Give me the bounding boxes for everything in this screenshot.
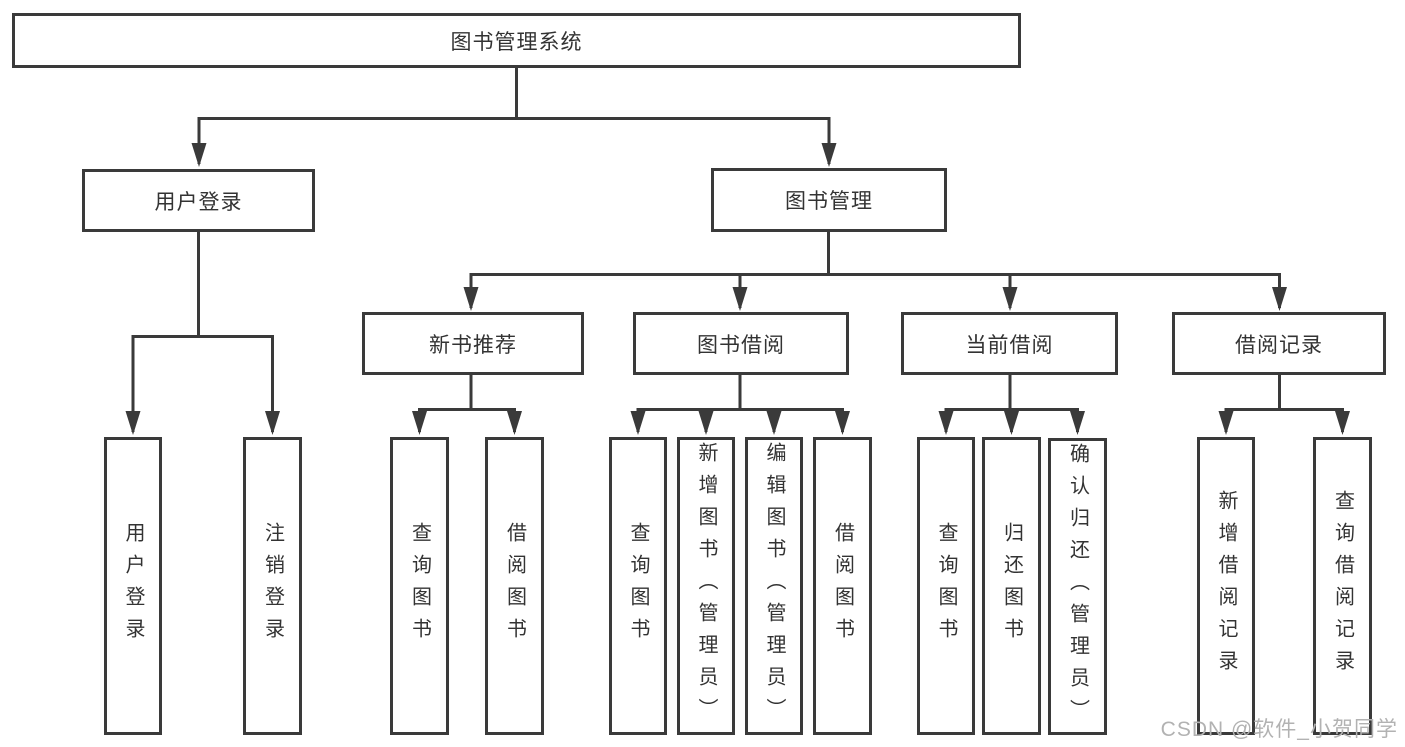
leaf-current-return-books: 归还图书 (982, 437, 1041, 735)
leaf-newrec-borrow-books: 借阅图书 (485, 437, 544, 735)
node-book-management: 图书管理 (711, 168, 947, 232)
leaf-user-login: 用户登录 (104, 437, 162, 735)
node-borrow-records: 借阅记录 (1172, 312, 1386, 375)
leaf-newrec-query-books: 查询图书 (390, 437, 449, 735)
node-current-borrowing: 当前借阅 (901, 312, 1118, 375)
csdn-watermark: CSDN @软件_小贺同学 (1160, 718, 1398, 741)
node-user-login: 用户登录 (82, 169, 315, 232)
leaf-record-add-borrow-record: 新增借阅记录 (1197, 437, 1255, 735)
node-book-borrowing: 图书借阅 (633, 312, 849, 375)
leaf-borrow-borrow-books: 借阅图书 (813, 437, 872, 735)
node-library-management-system: 图书管理系统 (12, 13, 1021, 68)
leaf-current-query-books: 查询图书 (917, 437, 975, 735)
leaf-borrow-query-books: 查询图书 (609, 437, 667, 735)
leaf-borrow-edit-books-admin: 编辑图书（管理员） (745, 437, 803, 735)
leaf-logout: 注销登录 (243, 437, 302, 735)
leaf-current-confirm-return-admin: 确认归还（管理员） (1048, 438, 1107, 735)
node-new-book-recommendation: 新书推荐 (362, 312, 584, 375)
leaf-borrow-add-books-admin: 新增图书（管理员） (677, 437, 735, 735)
leaf-record-query-borrow-record: 查询借阅记录 (1313, 437, 1372, 735)
